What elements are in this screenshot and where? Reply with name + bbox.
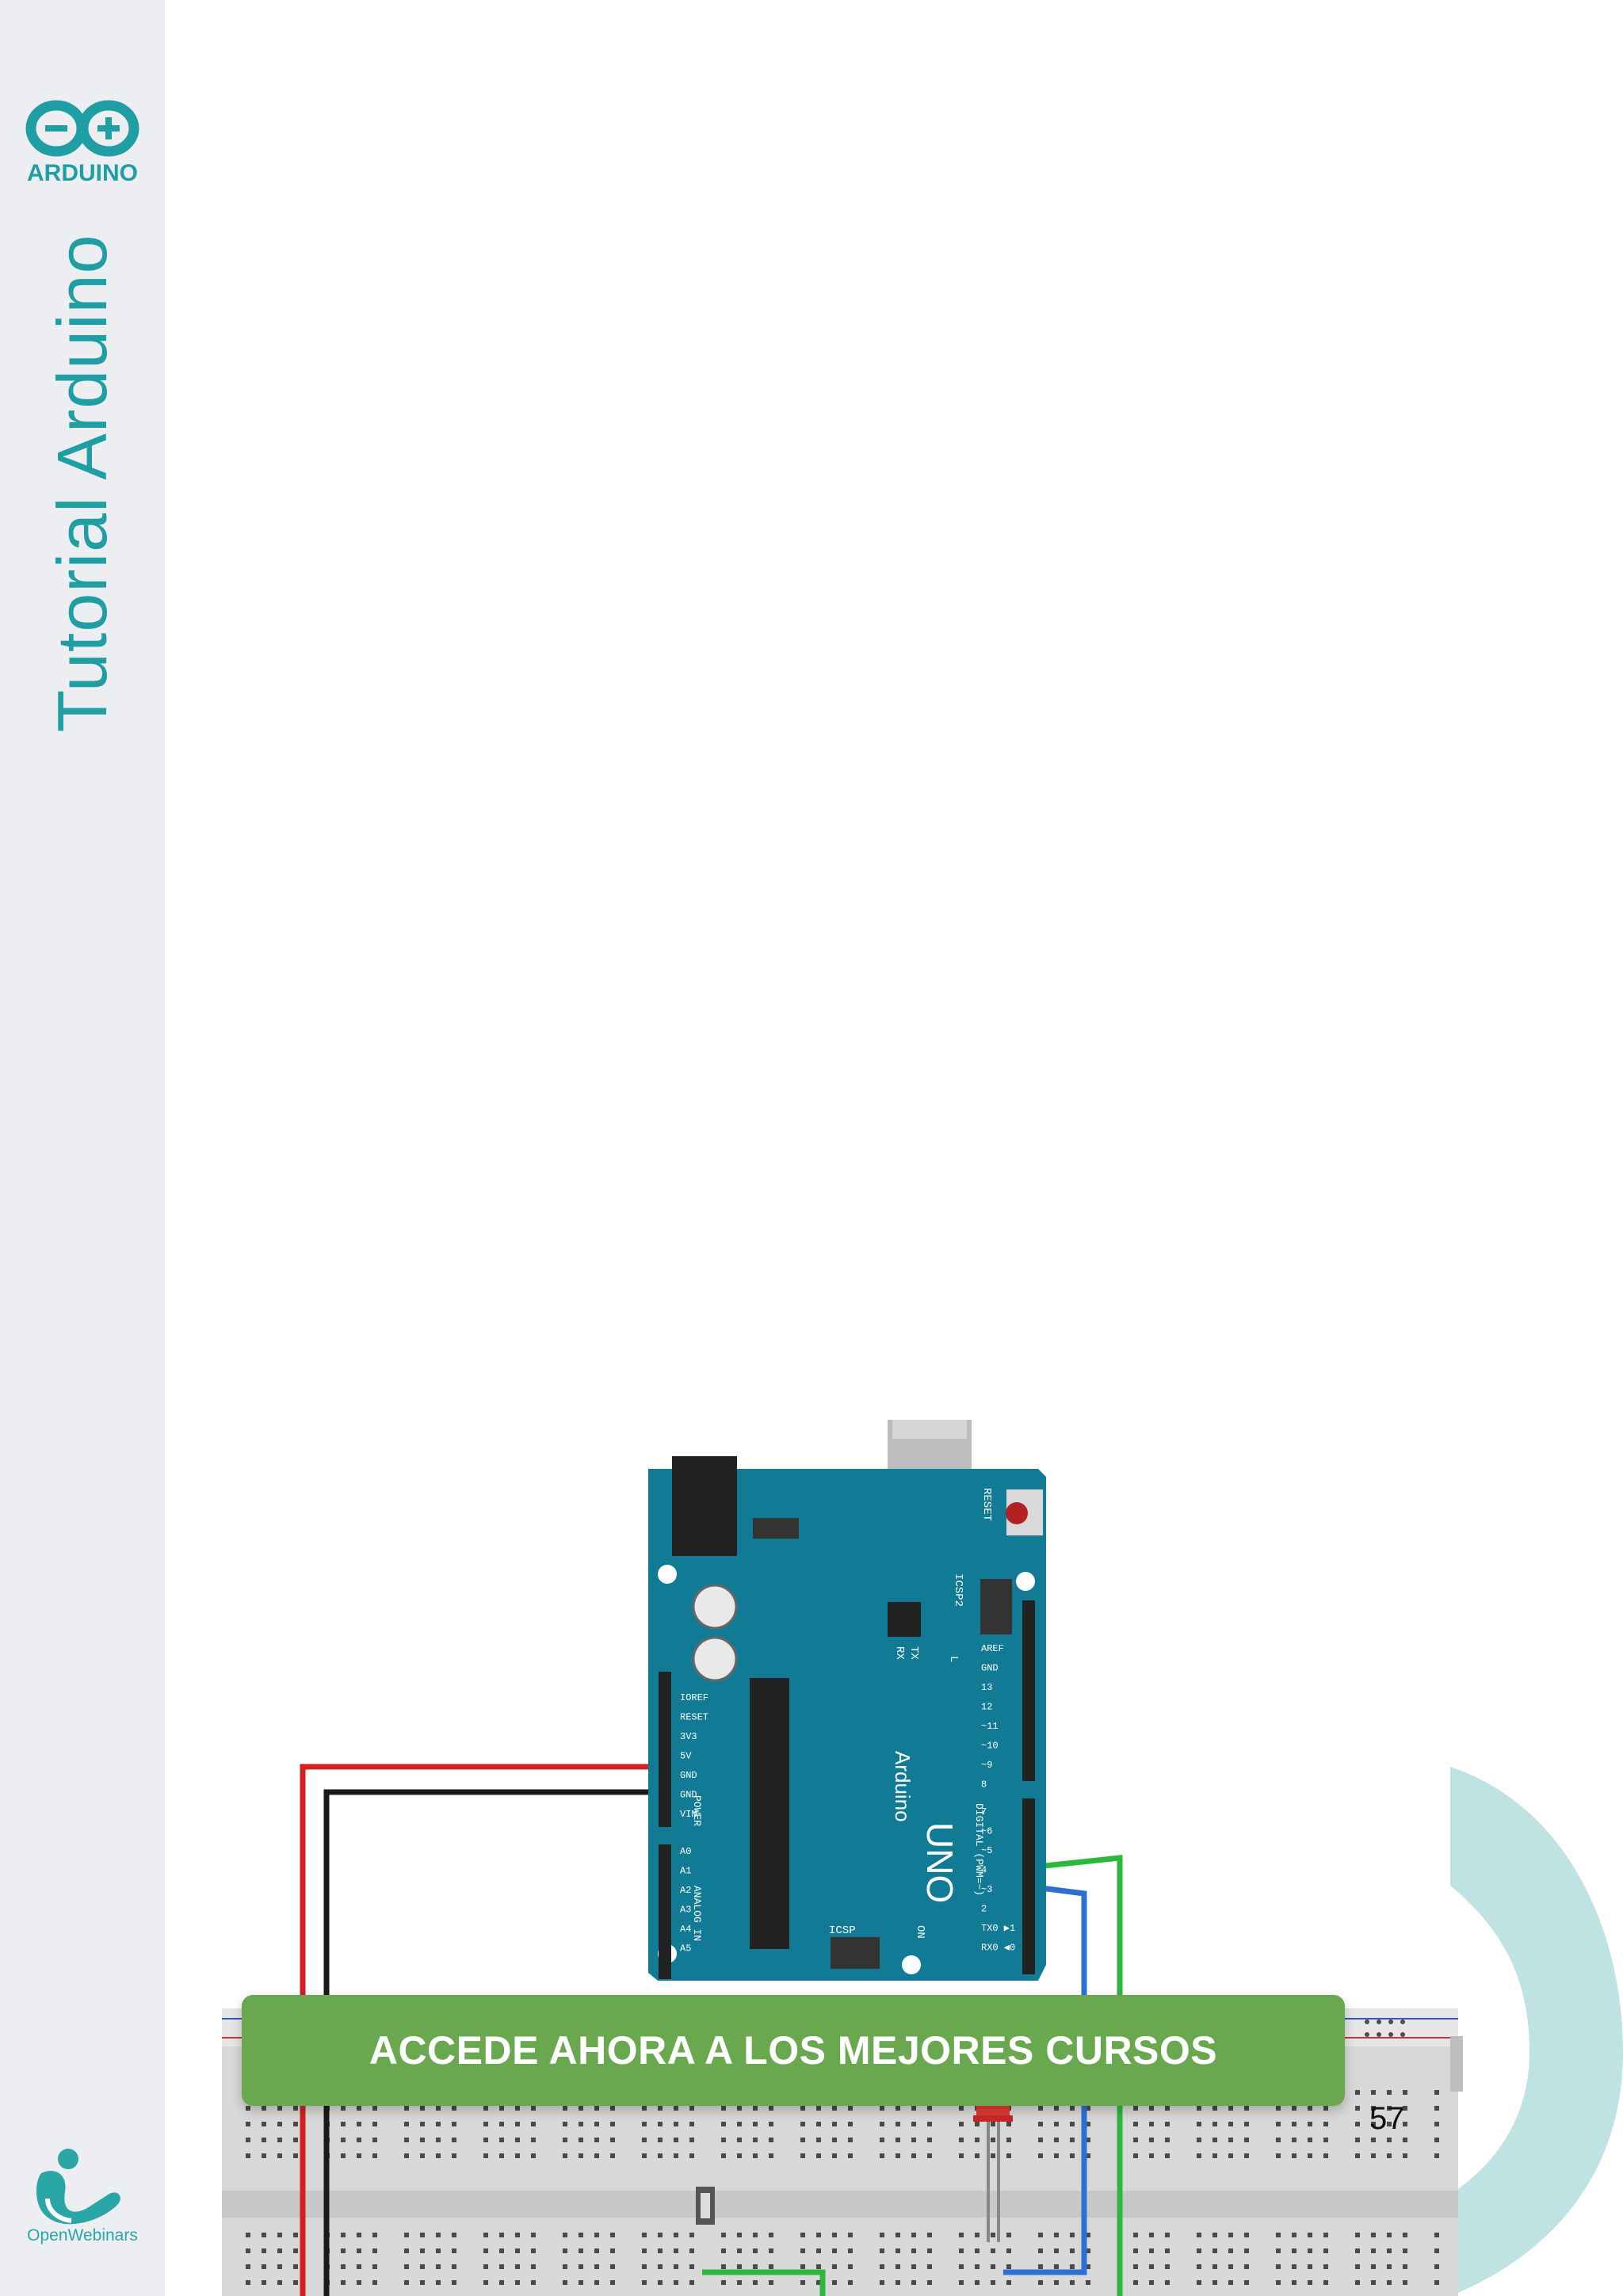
pin-label: ~5 — [981, 1845, 992, 1856]
pin-label: ~9 — [981, 1760, 992, 1771]
pin-label: 8 — [981, 1779, 987, 1791]
wire-red — [300, 1764, 662, 2296]
pin-label: 4 — [981, 1865, 987, 1876]
board-brand: Arduino — [891, 1751, 915, 1822]
page-number: 57 — [1369, 2101, 1405, 2136]
pin-label: ~10 — [981, 1741, 999, 1752]
pin-label: TX0 ▶1 — [981, 1923, 1015, 1934]
pin-label: GND — [680, 1790, 697, 1801]
cta-label: ACCEDE AHORA A LOS MEJORES CURSOS — [369, 2028, 1218, 2073]
pin-label: AREF — [981, 1643, 1004, 1654]
arduino-logo: ARDUINO — [19, 97, 146, 185]
sidebar-title: Tutorial Arduino — [43, 234, 121, 733]
cta-banner-button[interactable]: ACCEDE AHORA A LOS MEJORES CURSOS — [242, 1995, 1345, 2106]
pin-label: GND — [680, 1770, 697, 1781]
pin-label: ~3 — [981, 1884, 992, 1895]
board-on-label: ON — [914, 1925, 926, 1939]
board-icsp-label: ICSP — [829, 1924, 856, 1937]
board-icsp2-label: ICSP2 — [952, 1573, 964, 1607]
board-rx-label: RX — [893, 1646, 906, 1660]
wire-green — [1022, 1855, 1123, 2296]
pin-label: RX0 ◀0 — [981, 1943, 1015, 1954]
circuit-illustration: Arduino UNO RESET ICSP2 ICSP TX RX L ON … — [214, 1410, 1466, 2296]
pin-label: 2 — [981, 1904, 987, 1915]
decorative-arc — [1450, 1767, 1623, 2296]
pin-label: A5 — [680, 1943, 691, 1955]
pin-label: A1 — [680, 1866, 691, 1877]
board-digital-label: DIGITAL (PWM=~) — [973, 1803, 985, 1896]
pin-label: ~11 — [981, 1721, 999, 1732]
wire-black — [323, 1789, 662, 2296]
openwebinars-logo: OpenWebinars — [16, 2131, 149, 2250]
board-l-label: L — [947, 1656, 960, 1662]
pin-label: A0 — [680, 1846, 691, 1857]
pin-label: VIN — [680, 1809, 697, 1820]
wire-green-2 — [702, 2269, 826, 2296]
pin-label: GND — [981, 1663, 999, 1674]
push-button — [696, 2187, 715, 2225]
arduino-logo-text: ARDUINO — [27, 160, 138, 185]
arduino-uno-board: Arduino UNO RESET ICSP2 ICSP TX RX L ON … — [648, 1420, 1046, 1981]
board-power-label: POWER — [691, 1795, 703, 1826]
pin-label: ~6 — [981, 1826, 992, 1837]
openwebinars-logo-text: OpenWebinars — [27, 2226, 138, 2245]
board-analog-label: ANALOG IN — [691, 1886, 703, 1941]
pin-label: 12 — [981, 1702, 992, 1713]
pin-label: 13 — [981, 1682, 992, 1693]
pin-label: A4 — [680, 1924, 691, 1935]
board-reset-label: RESET — [980, 1488, 993, 1521]
pin-label: 7 — [981, 1806, 987, 1817]
pin-label: A3 — [680, 1905, 691, 1916]
pin-label: 5V — [680, 1751, 692, 1762]
pin-label: 3V3 — [680, 1731, 697, 1742]
pin-label: A2 — [680, 1885, 691, 1896]
pin-label: RESET — [680, 1712, 708, 1723]
board-tx-label: TX — [907, 1646, 920, 1660]
pin-label: IOREF — [680, 1692, 708, 1703]
sidebar: ARDUINO Tutorial Arduino OpenWebinars — [0, 0, 165, 2296]
board-model: UNO — [919, 1822, 960, 1903]
